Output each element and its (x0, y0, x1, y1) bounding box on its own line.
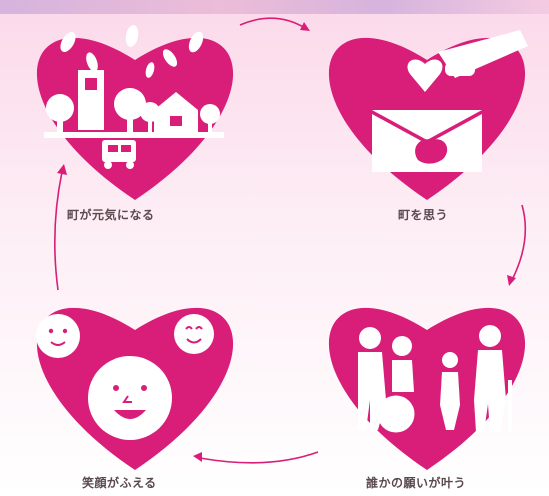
arrow-bottom (193, 451, 319, 464)
people-helping-icon (358, 325, 512, 433)
arrow-left (54, 164, 67, 291)
top-banner-strip (0, 0, 549, 14)
heart-people (328, 307, 526, 471)
donation-box-icon (372, 30, 528, 172)
step-label-wish: 誰かの願いが叶う (366, 476, 467, 490)
heart-town (36, 25, 234, 201)
arrow-right (507, 204, 527, 286)
smiling-faces-icon (36, 314, 214, 440)
arrow-top (239, 17, 310, 31)
heart-smiles (36, 307, 234, 471)
heart-donation (328, 30, 528, 201)
town-icon (44, 25, 224, 169)
step-label-smile: 笑顔がふえる (82, 476, 157, 490)
step-label-think: 町を思う (398, 208, 449, 222)
step-label-town: 町が元気になる (67, 208, 155, 222)
